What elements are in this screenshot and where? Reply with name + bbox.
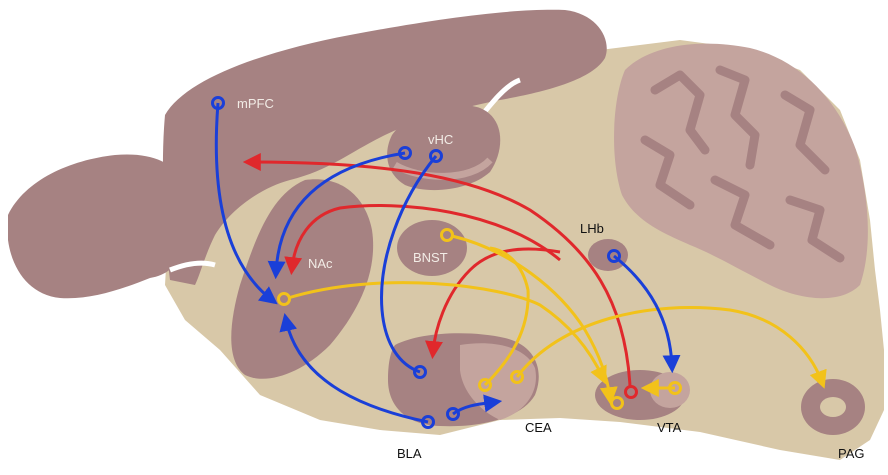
label-vhc: vHC [428, 132, 453, 147]
label-vta: VTA [657, 420, 682, 435]
label-mpfc: mPFC [237, 96, 274, 111]
olfactory-bulb [8, 154, 180, 298]
bnst-region [397, 220, 467, 276]
label-bnst: BNST [413, 250, 448, 265]
label-cea: CEA [525, 420, 552, 435]
label-pag: PAG [838, 446, 865, 461]
pag-lumen [820, 397, 846, 417]
label-lhb: LHb [580, 221, 604, 236]
label-nac: NAc [308, 256, 333, 271]
label-bla: BLA [397, 446, 422, 461]
